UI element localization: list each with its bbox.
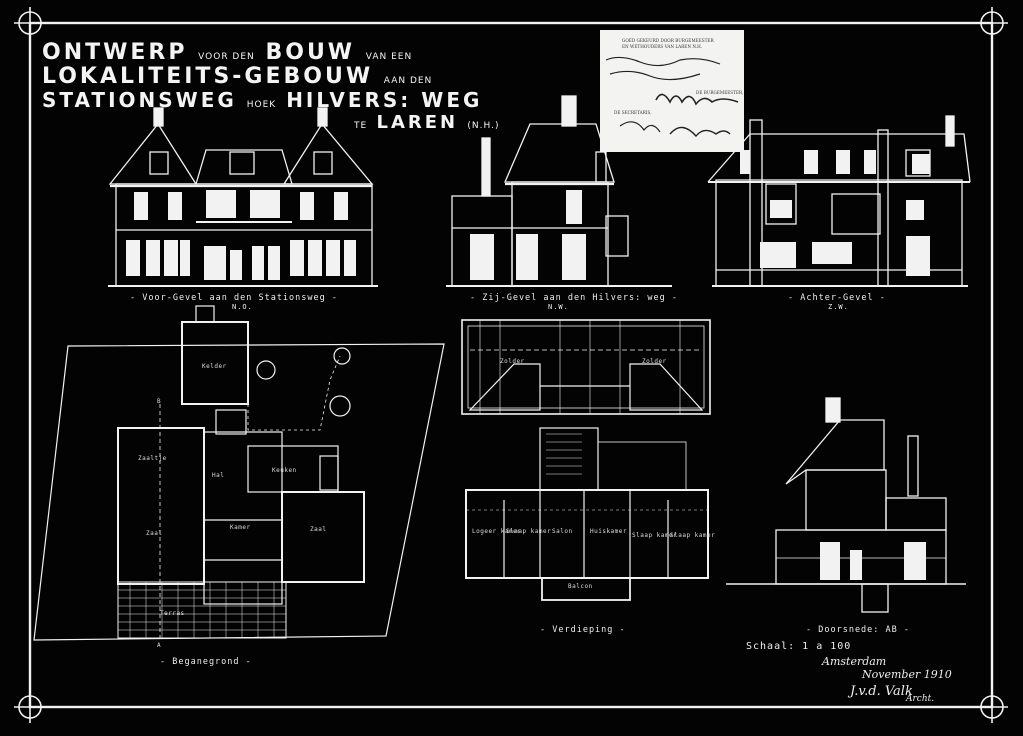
room-label-zolder-left: Zolder [500, 358, 525, 365]
room-label-terras: Terras [160, 610, 185, 617]
corner-mark-tr [976, 7, 1008, 39]
rear-elevation-orientation: Z.W. [828, 303, 849, 311]
side-elevation-orientation: N.W. [548, 303, 569, 311]
room-label-kamer: Kamer [230, 524, 251, 531]
rear-elevation-label: - Achter-Gevel - [788, 293, 886, 303]
room-label-huiskamer: Huiskamer [590, 528, 628, 535]
room-label-kelder: Kelder [202, 363, 227, 370]
stamp-line-4: DE SECRETARIS, [614, 110, 652, 115]
stamp-line-1: GOED GEKEURD DOOR BURGEMEESTER [622, 38, 714, 43]
room-label-zaaltje: Zaaltje [138, 455, 167, 462]
title-line-4: te Laren (N.H.) [354, 112, 500, 133]
side-elevation [446, 95, 672, 287]
room-label-slaap-1: Slaap kamer [506, 528, 552, 535]
upper-floor-label: - Verdieping - [540, 625, 626, 635]
signature-place: Amsterdam [822, 655, 887, 668]
stamp-line-3: DE BURGEMEESTER, [696, 90, 744, 95]
stamp-signatures [605, 56, 739, 138]
front-elevation-label: - Voor-Gevel aan den Stationsweg - [130, 293, 338, 303]
title-line-3: Stationsweg hoek Hilvers: weg [42, 88, 483, 112]
room-label-salon: Salon [552, 528, 573, 535]
section-marker-a: A [157, 642, 162, 649]
corner-mark-tl [14, 7, 46, 39]
front-elevation [108, 107, 378, 287]
signature-date: November 1910 [862, 668, 952, 681]
sheet-border [28, 21, 994, 709]
room-label-slaap-2: Slaap kamer [632, 532, 678, 539]
roof-plan [461, 319, 711, 415]
section-marker-b: B [157, 398, 162, 405]
scale-label: Schaal: 1 a 100 [746, 641, 852, 652]
signature-architect: J.v.d. Valk [850, 684, 913, 699]
room-label-keuken: Keuken [272, 467, 297, 474]
room-label-balcon: Balcon [568, 583, 593, 590]
rear-elevation [707, 115, 971, 287]
title-line-1: Ontwerp voor den Bouw van een [42, 40, 413, 65]
room-label-hal: Hal [212, 472, 225, 479]
upper-floor-plan [465, 427, 709, 601]
section-ab [726, 397, 966, 613]
ground-floor-label: - Beganegrond - [160, 657, 252, 667]
side-elevation-label: - Zij-Gevel aan den Hilvers: weg - [470, 293, 678, 303]
corner-mark-bl [14, 691, 46, 723]
room-label-zaal-right: Zaal [310, 526, 327, 533]
ground-floor-plan [33, 305, 445, 641]
approval-stamp: GOED GEKEURD DOOR BURGEMEESTER EN WETHOU… [600, 30, 744, 152]
room-label-logeer: Logeer kamer [472, 528, 522, 535]
room-label-zaal-left: Zaal [146, 530, 163, 537]
front-elevation-orientation: N.O. [232, 303, 253, 311]
stamp-line-2: EN WETHOUDERS VAN LAREN N.H. [622, 44, 703, 49]
room-label-zolder-right: Zolder [642, 358, 667, 365]
room-label-slaap-3: Slaap kamer [670, 532, 716, 539]
corner-mark-br [976, 691, 1008, 723]
section-label: - Doorsnede: AB - [806, 625, 910, 635]
signature-role: Archt. [906, 694, 935, 704]
title-line-2: Lokaliteits-Gebouw aan den [42, 64, 433, 89]
